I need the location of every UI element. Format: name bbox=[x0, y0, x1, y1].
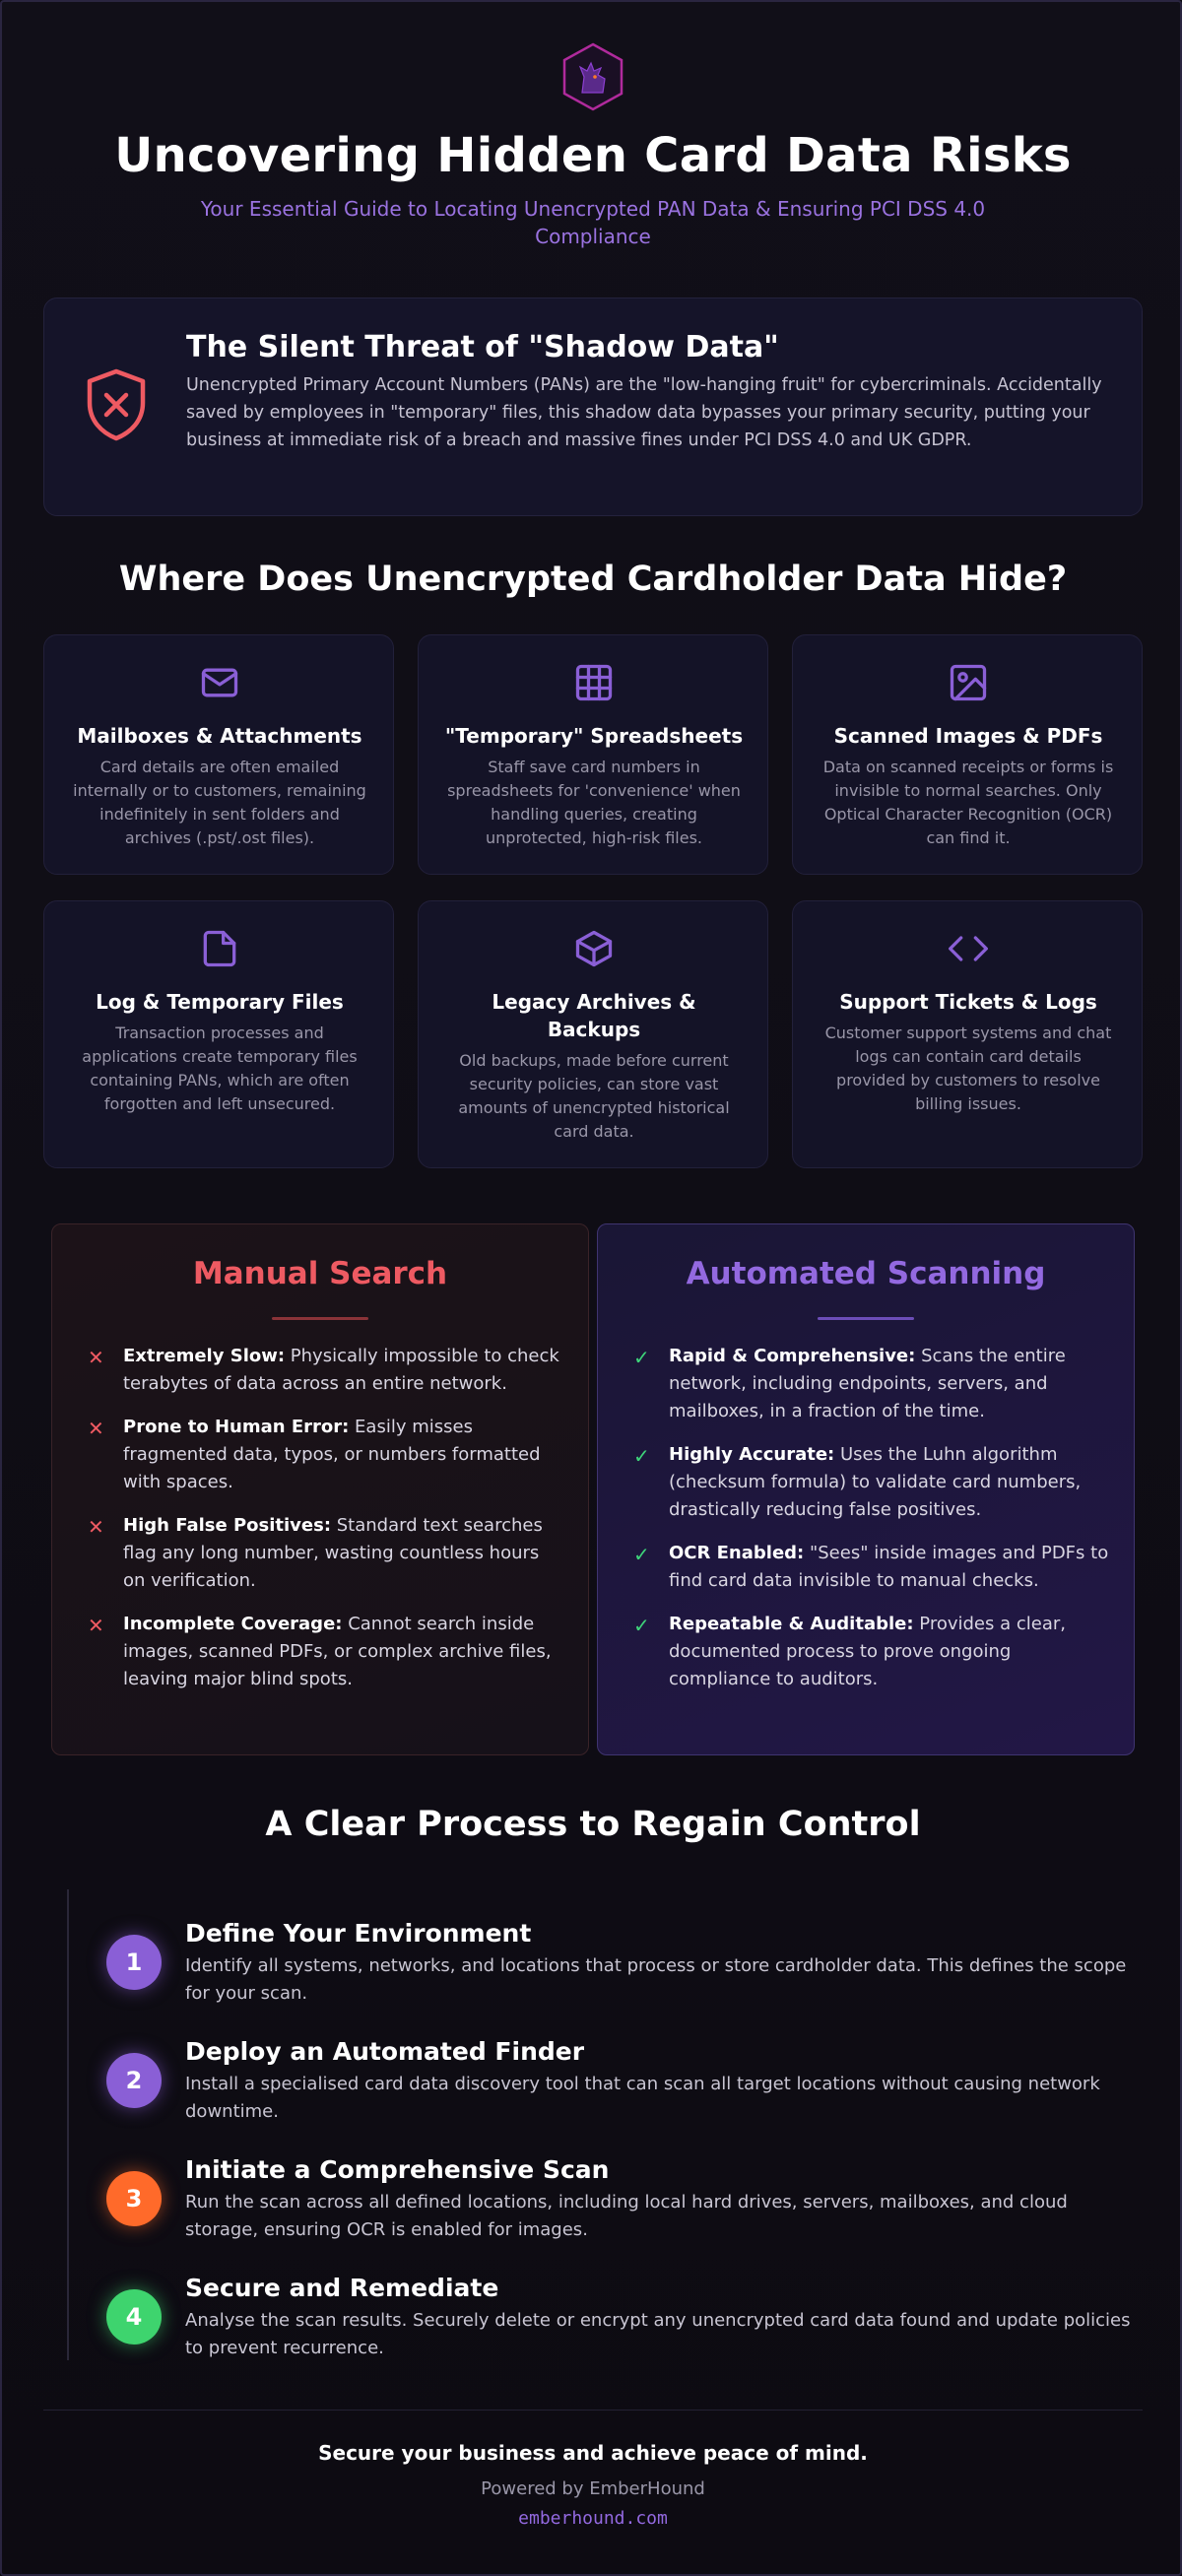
location-card-scanned-images: Scanned Images & PDFs Data on scanned re… bbox=[792, 634, 1143, 875]
card-title: "Temporary" Spreadsheets bbox=[444, 724, 744, 748]
step-number-badge: 2 bbox=[106, 2053, 162, 2108]
card-body: Customer support systems and chat logs c… bbox=[824, 1024, 1112, 1113]
item-text: Physically impossible to check terabytes… bbox=[123, 1346, 559, 1394]
list-item: ✕ Incomplete Coverage: Cannot search insi… bbox=[82, 1611, 564, 1693]
list-item: ✕ Extremely Slow: Physically impossible t… bbox=[82, 1343, 564, 1398]
x-icon: ✕ bbox=[88, 1614, 104, 1637]
card-title: Mailboxes & Attachments bbox=[77, 724, 362, 748]
item-text: Easily misses fragmented data, typos, or… bbox=[123, 1417, 541, 1492]
item-label: Extremely Slow: bbox=[123, 1346, 286, 1366]
threat-callout: The Silent Threat of "Shadow Data" Unenc… bbox=[43, 297, 1143, 516]
item-text: Standard text searches flag any long num… bbox=[123, 1515, 543, 1591]
item-label: Rapid & Comprehensive: bbox=[669, 1346, 916, 1366]
x-icon: ✕ bbox=[88, 1515, 104, 1539]
item-label: Prone to Human Error: bbox=[123, 1417, 350, 1437]
list-item: ✓ Rapid & Comprehensive: Scans the entire… bbox=[627, 1343, 1110, 1425]
footer-tagline: Secure your business and achieve peace o… bbox=[318, 2441, 868, 2465]
card-body: Data on scanned receipts or forms is inv… bbox=[822, 758, 1114, 847]
automated-scanning-panel: Automated Scanning ✓ Rapid & Comprehensiv… bbox=[597, 1223, 1135, 1755]
check-icon: ✓ bbox=[633, 1543, 650, 1566]
manual-search-panel: Manual Search ✕ Extremely Slow: Physicall… bbox=[51, 1223, 589, 1755]
step-number-badge: 1 bbox=[106, 1935, 162, 1990]
location-card-support-tickets: Support Tickets & Logs Customer support … bbox=[792, 900, 1143, 1168]
card-title: Scanned Images & PDFs bbox=[833, 724, 1103, 748]
box-icon bbox=[572, 927, 616, 970]
location-card-legacy-archives: Legacy Archives & Backups Old backups, m… bbox=[418, 900, 768, 1168]
file-icon bbox=[198, 927, 241, 970]
automated-scanning-title: Automated Scanning bbox=[686, 1256, 1046, 1291]
step-title: Deploy an Automated Finder bbox=[185, 2037, 585, 2066]
threat-body: Unencrypted Primary Account Numbers (PAN… bbox=[186, 375, 1102, 450]
list-item: ✕ High False Positives: Standard text sea… bbox=[82, 1512, 564, 1595]
item-label: High False Positives: bbox=[123, 1515, 332, 1536]
automated-scanning-list: ✓ Rapid & Comprehensive: Scans the entire… bbox=[627, 1343, 1110, 1709]
x-icon: ✕ bbox=[88, 1417, 104, 1440]
step-title: Secure and Remediate bbox=[185, 2274, 499, 2302]
list-item: ✓ Highly Accurate: Uses the Luhn algorith… bbox=[627, 1441, 1110, 1524]
list-item: ✓ OCR Enabled: "Sees" inside images and P… bbox=[627, 1540, 1110, 1595]
step-body: Identify all systems, networks, and loca… bbox=[185, 1955, 1127, 2004]
item-label: Highly Accurate: bbox=[669, 1444, 835, 1465]
mail-icon bbox=[198, 661, 241, 704]
card-body: Transaction processes and applications c… bbox=[82, 1024, 358, 1113]
card-title: Legacy Archives & Backups bbox=[492, 990, 696, 1041]
item-text: "Sees" inside images and PDFs to find ca… bbox=[669, 1543, 1109, 1591]
card-body: Staff save card numbers in spreadsheets … bbox=[447, 758, 741, 847]
card-body: Card details are often emailed internall… bbox=[73, 758, 366, 847]
check-icon: ✓ bbox=[633, 1346, 650, 1369]
item-label: OCR Enabled: bbox=[669, 1543, 805, 1563]
check-icon: ✓ bbox=[633, 1614, 650, 1637]
card-title: Log & Temporary Files bbox=[96, 990, 344, 1014]
step-body: Analyse the scan results. Securely delet… bbox=[185, 2310, 1131, 2358]
footer-url-link[interactable]: emberhound.com bbox=[518, 2508, 668, 2529]
item-label: Incomplete Coverage: bbox=[123, 1614, 343, 1634]
list-item: ✓ Repeatable & Auditable: Provides a clea… bbox=[627, 1611, 1110, 1693]
manual-search-title: Manual Search bbox=[192, 1256, 448, 1291]
ember-hound-logo-icon bbox=[558, 41, 628, 112]
code-icon bbox=[947, 927, 990, 970]
threat-title: The Silent Threat of "Shadow Data" bbox=[186, 330, 779, 364]
footer-powered-by: Powered by EmberHound bbox=[481, 2478, 705, 2499]
footer-divider bbox=[43, 2410, 1143, 2411]
step-number-badge: 3 bbox=[106, 2171, 162, 2226]
item-text: Uses the Luhn algorithm (checksum formul… bbox=[669, 1444, 1082, 1520]
step-title: Define Your Environment bbox=[185, 1919, 532, 1948]
card-title: Support Tickets & Logs bbox=[839, 990, 1097, 1014]
shield-x-icon bbox=[82, 365, 151, 444]
divider bbox=[818, 1317, 914, 1320]
manual-search-list: ✕ Extremely Slow: Physically impossible t… bbox=[82, 1343, 564, 1709]
process-heading: A Clear Process to Regain Control bbox=[265, 1805, 921, 1844]
locations-heading: Where Does Unencrypted Cardholder Data H… bbox=[118, 560, 1068, 599]
timeline-line bbox=[67, 1889, 69, 2360]
page-subtitle: Your Essential Guide to Locating Unencry… bbox=[200, 197, 986, 248]
step-number-badge: 4 bbox=[106, 2289, 162, 2345]
x-icon: ✕ bbox=[88, 1346, 104, 1369]
page-title: Uncovering Hidden Card Data Risks bbox=[114, 128, 1072, 183]
location-card-log-files: Log & Temporary Files Transaction proces… bbox=[43, 900, 394, 1168]
grid-spreadsheet-icon bbox=[572, 661, 616, 704]
check-icon: ✓ bbox=[633, 1444, 650, 1468]
list-item: ✕ Prone to Human Error: Easily misses fra… bbox=[82, 1414, 564, 1496]
location-card-mailboxes: Mailboxes & Attachments Card details are… bbox=[43, 634, 394, 875]
image-icon bbox=[947, 661, 990, 704]
step-body: Install a specialised card data discover… bbox=[185, 2074, 1100, 2122]
step-body: Run the scan across all defined location… bbox=[185, 2192, 1068, 2240]
location-card-spreadsheets: "Temporary" Spreadsheets Staff save card… bbox=[418, 634, 768, 875]
item-text: Scans the entire network, including endp… bbox=[669, 1346, 1066, 1421]
card-body: Old backups, made before current securit… bbox=[458, 1051, 730, 1141]
divider bbox=[272, 1317, 368, 1320]
step-title: Initiate a Comprehensive Scan bbox=[185, 2155, 610, 2184]
item-text: Provides a clear, documented process to … bbox=[669, 1614, 1066, 1689]
item-label: Repeatable & Auditable: bbox=[669, 1614, 914, 1634]
item-text: Cannot search inside images, scanned PDF… bbox=[123, 1614, 552, 1689]
